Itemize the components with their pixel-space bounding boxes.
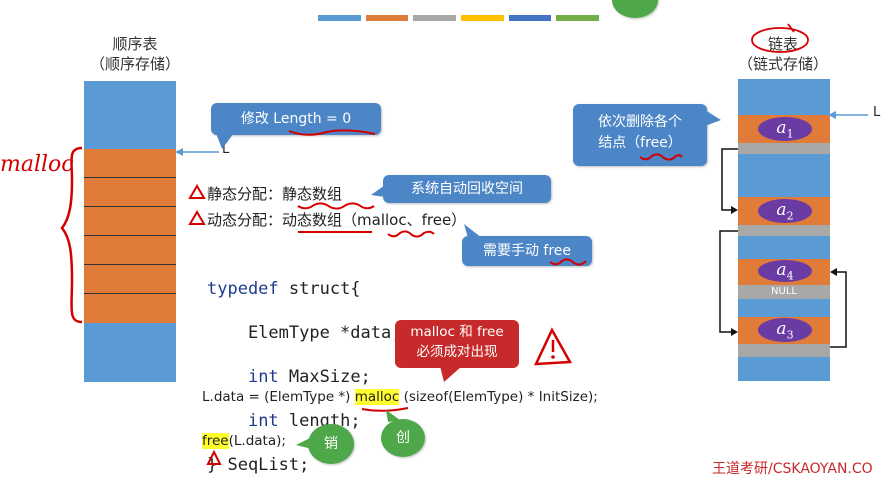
warning-triangle-icon-2 (188, 210, 206, 225)
delete-callout-tail (705, 110, 721, 126)
exclamation-triangle-icon (533, 327, 573, 366)
callout-free-underline (639, 153, 683, 161)
dynamic-alloc-underline (298, 231, 372, 233)
destroy-badge: 销 (308, 424, 354, 464)
top-bar-segment (318, 15, 361, 21)
node-a4: a4 (758, 260, 812, 282)
malloc-statement: L.data = (ElemType *) malloc (sizeof(Ele… (202, 389, 598, 405)
top-green-badge (612, 0, 658, 18)
linked-list-arrows (719, 148, 847, 348)
seq-list-memory-block (84, 81, 176, 382)
null-label: NULL (771, 286, 797, 297)
seq-list-allocated-area (84, 149, 176, 323)
top-bar-segment (556, 15, 600, 21)
top-bar-segment (461, 15, 504, 21)
node-a3: a3 (758, 318, 812, 342)
watermark: 王道考研/CSKAOYAN.CO (712, 461, 873, 477)
malloc-free-pair-callout: malloc 和 free 必须成对出现 (395, 320, 519, 368)
destroy-badge-tail (296, 437, 312, 449)
malloc-handwriting: malloc (0, 152, 74, 177)
linked-list-pointer-label: L (873, 105, 881, 120)
malloc-paren-underline (387, 230, 435, 238)
top-bar-segment (365, 15, 409, 21)
seq-list-pointer-arrow (175, 148, 219, 156)
auto-reclaim-callout: 系统自动回收空间 (383, 175, 551, 203)
modify-length-callout: 修改 Length = 0 (211, 103, 381, 135)
dynamic-alloc-line: 动态分配：动态数组（malloc、free） (207, 211, 467, 229)
pair-callout-tail (440, 366, 462, 382)
callout-tail (216, 133, 234, 149)
free-statement: free(L.data); (202, 433, 286, 449)
linked-list-title-circle (751, 23, 809, 53)
seq-list-pointer-label: L (222, 142, 230, 157)
linked-list-title: 链表 （链式存储） (737, 35, 828, 73)
top-color-bar (318, 15, 604, 21)
free-underline (549, 258, 587, 266)
auto-callout-tail (371, 185, 385, 197)
top-bar-segment (508, 15, 552, 21)
malloc-word-underline (361, 407, 409, 412)
linked-list-pointer-arrow (828, 111, 868, 119)
create-badge: 创 (381, 419, 425, 457)
seq-list-title: 顺序表 （顺序存储） (89, 35, 180, 73)
struct-code: typedef struct{ ElemType *data; int MaxS… (207, 279, 402, 475)
delete-nodes-callout: 依次删除各个 结点（free） (573, 104, 707, 166)
static-alloc-line: 静态分配：静态数组 (207, 185, 343, 203)
static-alloc-underline (297, 202, 375, 210)
node-a2: a2 (758, 199, 812, 223)
node-a1: a1 (758, 117, 812, 141)
top-bar-segment (413, 15, 457, 21)
create-badge-tail (386, 410, 400, 422)
malloc-brace (60, 146, 83, 324)
warning-triangle-icon (188, 184, 206, 199)
free-warning-triangle-icon (206, 450, 222, 465)
manual-callout-tail (464, 224, 482, 238)
length-underline (288, 129, 376, 136)
